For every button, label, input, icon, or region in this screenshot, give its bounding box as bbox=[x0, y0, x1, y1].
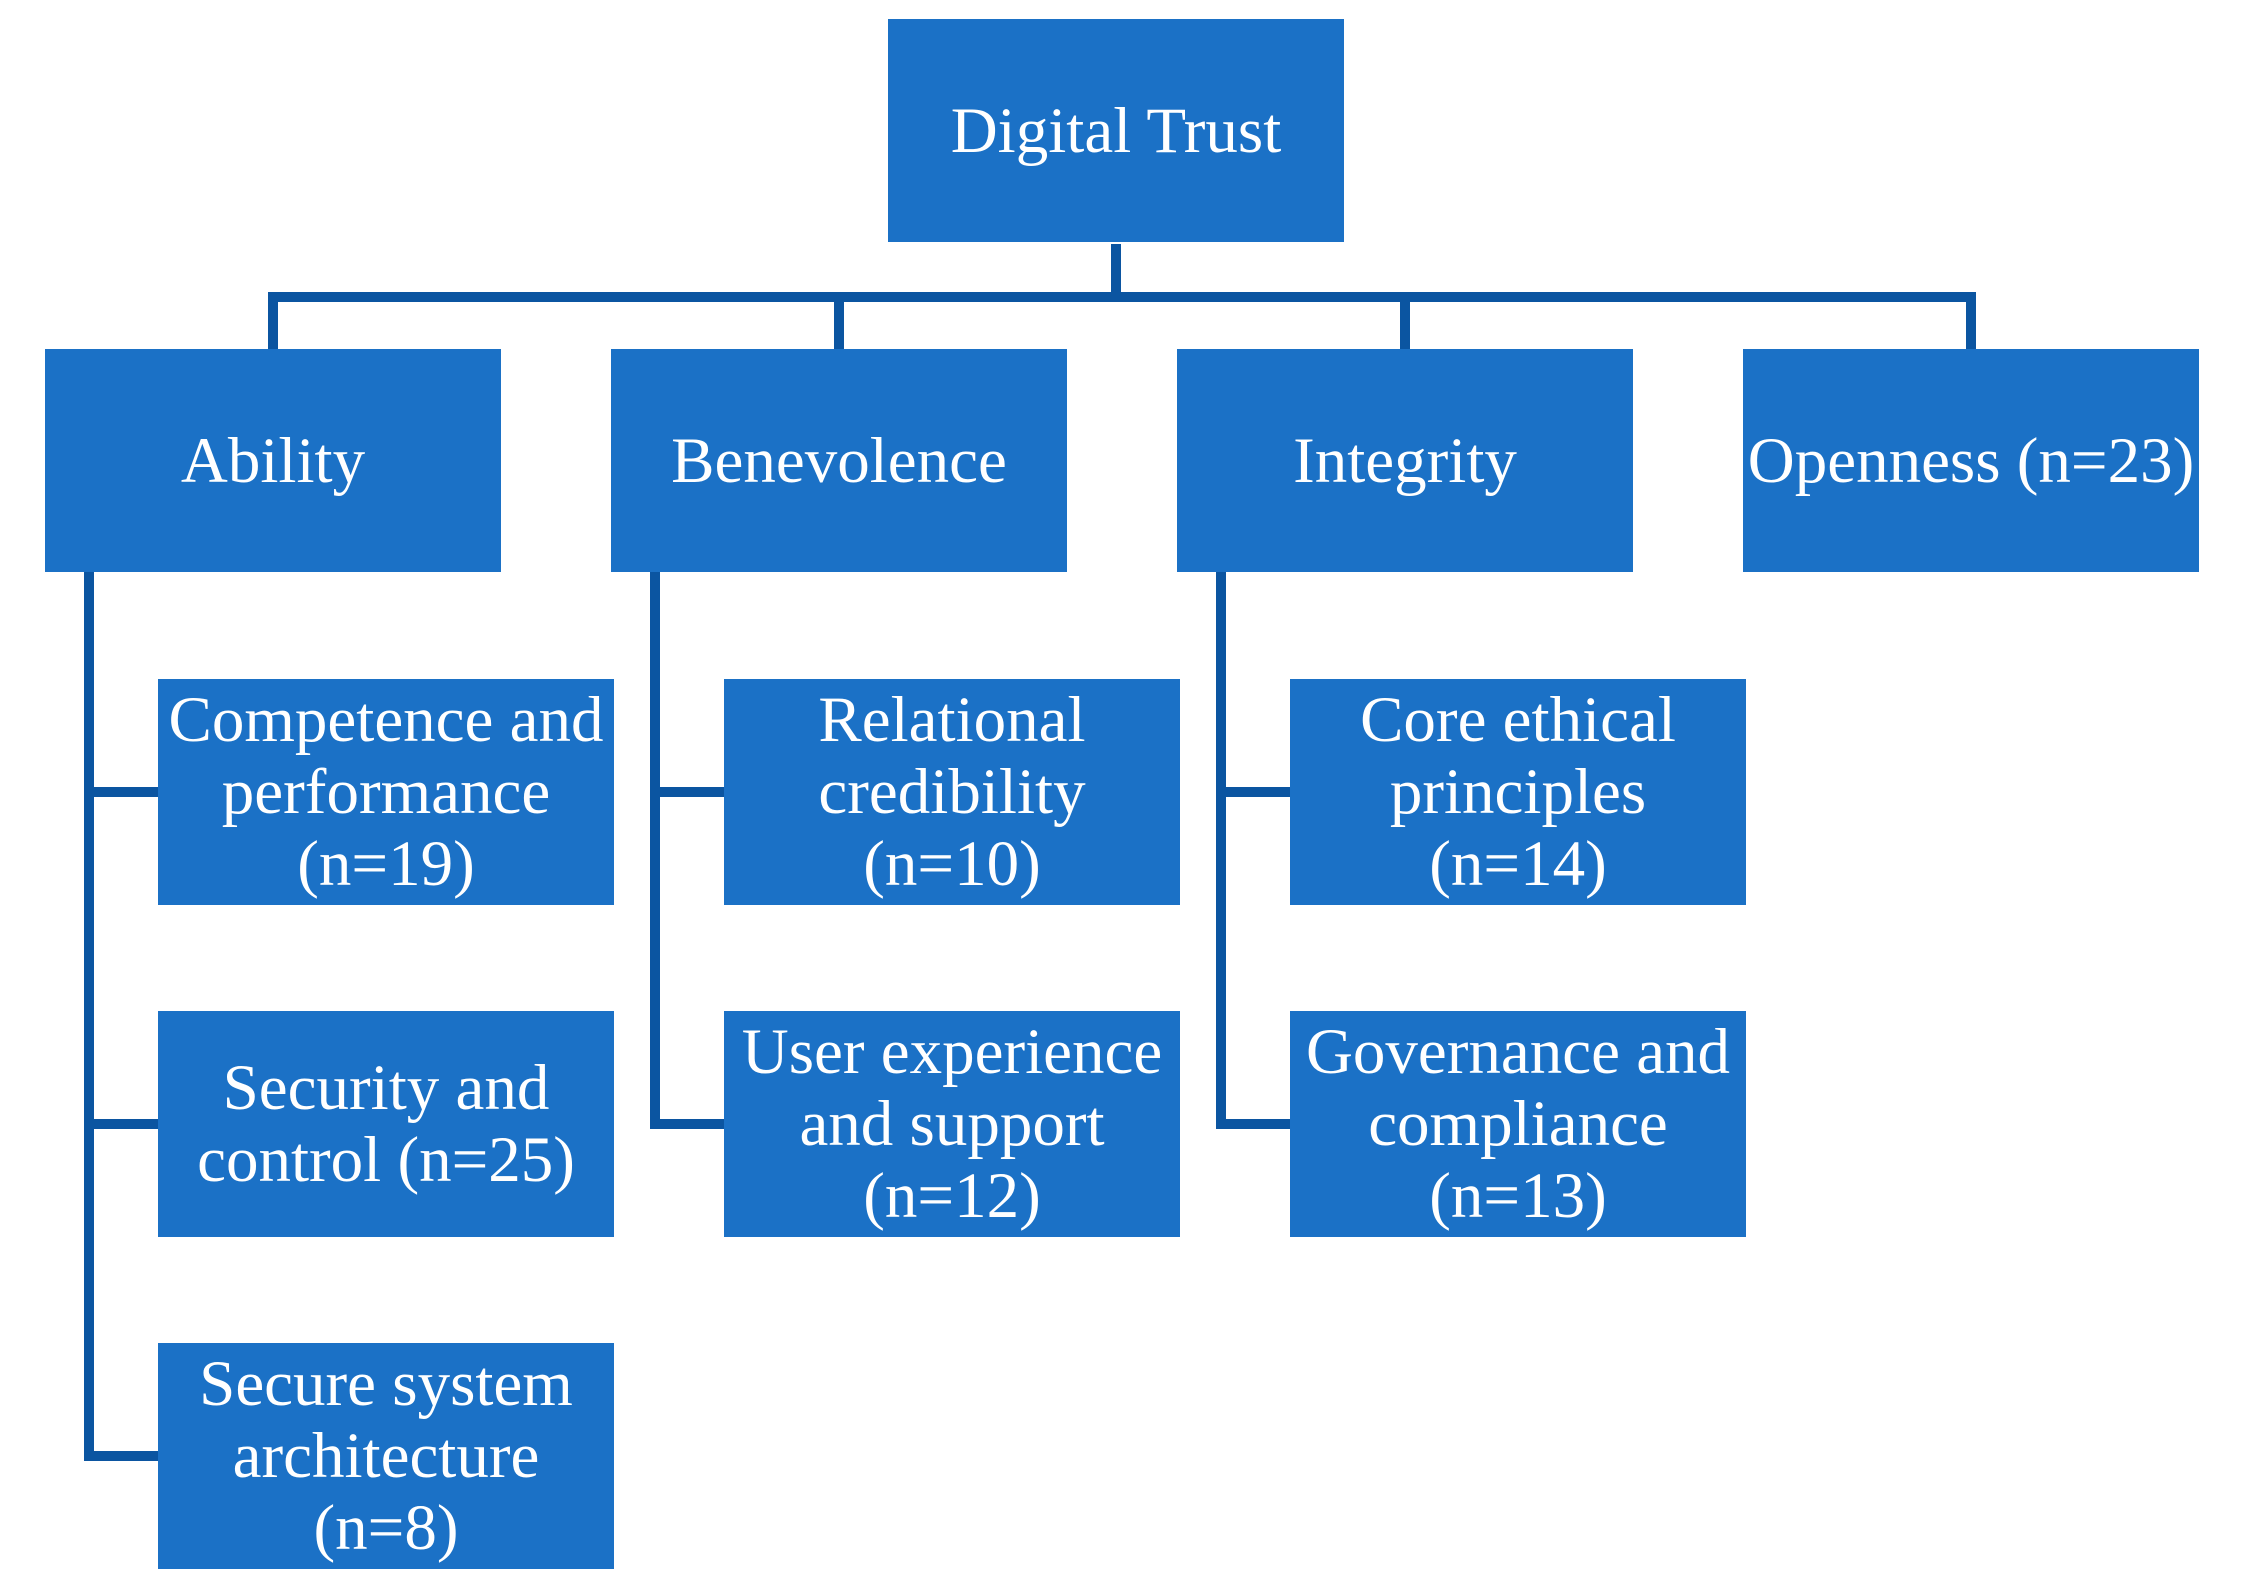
branch-box-openness: Openness (n=23) bbox=[1743, 349, 2199, 572]
child-label-relational-credibility: Relational credibility (n=10) bbox=[818, 684, 1086, 900]
connector-stub-relational bbox=[650, 787, 724, 797]
connector-drop-benevolence bbox=[834, 302, 844, 349]
child-label-secure-system-architecture: Secure system architecture (n=8) bbox=[199, 1348, 573, 1564]
connector-stub-competence bbox=[84, 787, 158, 797]
connector-drop-integrity bbox=[1400, 302, 1410, 349]
branch-label-integrity: Integrity bbox=[1293, 424, 1517, 497]
connector-vline-benevolence bbox=[650, 572, 660, 1129]
connector-vline-ability bbox=[84, 572, 94, 1461]
branch-label-ability: Ability bbox=[180, 424, 366, 497]
child-box-secure-system-architecture: Secure system architecture (n=8) bbox=[158, 1343, 614, 1569]
child-box-core-ethical-principles: Core ethical principles (n=14) bbox=[1290, 679, 1746, 905]
connector-root-stub bbox=[1111, 244, 1121, 292]
branch-box-benevolence: Benevolence bbox=[611, 349, 1067, 572]
child-label-security-control: Security and control (n=25) bbox=[197, 1052, 575, 1196]
connector-stub-user-experience bbox=[650, 1119, 724, 1129]
branch-box-integrity: Integrity bbox=[1177, 349, 1633, 572]
child-box-user-experience-support: User experience and support (n=12) bbox=[724, 1011, 1180, 1237]
child-label-core-ethical-principles: Core ethical principles (n=14) bbox=[1360, 684, 1676, 900]
connector-drop-ability bbox=[268, 302, 278, 349]
child-label-user-experience-support: User experience and support (n=12) bbox=[741, 1016, 1163, 1232]
branch-label-openness: Openness (n=23) bbox=[1747, 424, 2195, 497]
connector-stub-governance bbox=[1216, 1119, 1290, 1129]
branch-box-ability: Ability bbox=[45, 349, 501, 572]
child-label-competence-performance: Competence and performance (n=19) bbox=[168, 684, 604, 900]
child-box-security-control: Security and control (n=25) bbox=[158, 1011, 614, 1237]
connector-drop-openness bbox=[1966, 302, 1976, 349]
connector-vline-integrity bbox=[1216, 572, 1226, 1129]
child-box-competence-performance: Competence and performance (n=19) bbox=[158, 679, 614, 905]
connector-stub-architecture bbox=[84, 1451, 158, 1461]
root-box-digital-trust: Digital Trust bbox=[888, 19, 1344, 242]
child-label-governance-compliance: Governance and compliance (n=13) bbox=[1305, 1016, 1731, 1232]
root-label: Digital Trust bbox=[950, 94, 1282, 167]
connector-stub-security bbox=[84, 1119, 158, 1129]
child-box-relational-credibility: Relational credibility (n=10) bbox=[724, 679, 1180, 905]
connector-stub-core-ethical bbox=[1216, 787, 1290, 797]
child-box-governance-compliance: Governance and compliance (n=13) bbox=[1290, 1011, 1746, 1237]
connector-top-bar bbox=[268, 292, 1976, 302]
branch-label-benevolence: Benevolence bbox=[671, 424, 1007, 497]
